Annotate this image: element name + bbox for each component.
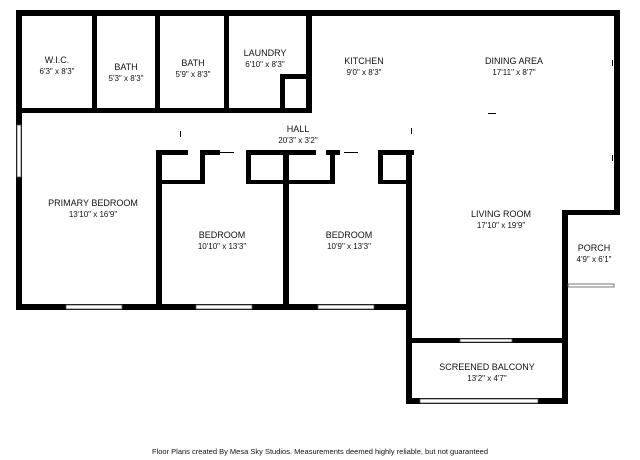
door-tick xyxy=(112,111,126,112)
window-bedroom1-bottom xyxy=(195,304,253,310)
room-primary-name: PRIMARY BEDROOM xyxy=(48,198,138,208)
wall-primary-bedroom1 xyxy=(156,150,162,308)
wall-wic-bath xyxy=(92,10,97,112)
window-porch xyxy=(567,283,615,288)
room-balcony-name: SCREENED BALCONY xyxy=(439,362,535,372)
closet-b2-bottom2 xyxy=(378,180,412,184)
hall-wall-top xyxy=(16,108,312,113)
hall-wall-bottom-1 xyxy=(158,150,188,155)
outer-wall-top xyxy=(16,10,620,16)
balcony-wall-right xyxy=(562,338,568,404)
door-tick xyxy=(488,113,496,114)
room-laundry-name: LAUNDRY xyxy=(244,48,287,58)
closet-b1-bottom xyxy=(162,180,205,184)
room-porch-dims: 4'9" x 6'1" xyxy=(577,255,612,264)
room-wic-dims: 6'3" x 8'3" xyxy=(40,67,75,76)
laundry-closet-top xyxy=(280,74,312,79)
room-bath2-name: BATH xyxy=(181,58,204,68)
room-bath2-dims: 5'9" x 8'3" xyxy=(176,70,211,79)
room-labels: W.I.C. 6'3" x 8'3" BATH 5'3" x 8'3" BATH… xyxy=(40,48,612,383)
room-kitchen-name: KITCHEN xyxy=(344,56,384,66)
door-tick xyxy=(612,155,613,161)
room-bedroom1-name: BEDROOM xyxy=(199,230,246,240)
outer-wall-right xyxy=(614,10,620,215)
wall-laundry-kitchen xyxy=(306,10,312,112)
wall-bath-laundry xyxy=(224,10,229,112)
wall-bedroom1-bedroom2 xyxy=(283,150,289,308)
room-living-dims: 17'10" x 19'9" xyxy=(477,221,525,230)
hall-wall-bottom-2 xyxy=(200,150,220,155)
room-living-name: LIVING ROOM xyxy=(471,209,531,219)
door-tick xyxy=(58,111,72,112)
closet-b2-bottom xyxy=(289,180,335,184)
room-wic-name: W.I.C. xyxy=(45,55,70,65)
closet-b1-right xyxy=(246,150,251,184)
door-tick xyxy=(408,240,409,248)
porch-wall-top xyxy=(562,210,620,215)
door-tick xyxy=(220,152,234,153)
door-tick xyxy=(242,111,256,112)
door-tick xyxy=(158,240,159,248)
window-balcony-bottom xyxy=(419,398,539,404)
door-tick xyxy=(180,111,194,112)
hall-wall-bottom-3 xyxy=(246,150,316,155)
door-tick xyxy=(285,240,286,248)
room-balcony-dims: 13'2" x 4'7" xyxy=(467,374,507,383)
window-primary-left xyxy=(16,124,22,178)
room-hall-name: HALL xyxy=(287,124,310,134)
room-bath1-name: BATH xyxy=(114,62,137,72)
room-porch-name: PORCH xyxy=(578,243,611,253)
room-dining-dims: 17'11" x 8'7" xyxy=(492,68,535,77)
living-wall-right xyxy=(562,210,568,343)
wall-bedroom2-living xyxy=(406,150,412,308)
room-dining-name: DINING AREA xyxy=(485,56,543,66)
room-hall-dims: 20'3" x 3'2" xyxy=(278,136,318,145)
closet-b1-bottom-2 xyxy=(246,180,283,184)
door-tick xyxy=(344,152,358,153)
closet-b1-left xyxy=(200,150,205,184)
room-primary-dims: 13'10" x 16'9" xyxy=(69,210,117,219)
door-marks xyxy=(58,60,613,248)
room-bedroom2-dims: 10'9" x 13'3" xyxy=(327,242,371,251)
door-tick xyxy=(612,60,613,66)
footer-credit: Floor Plans created By Mesa Sky Studios.… xyxy=(152,447,488,456)
room-bath1-dims: 5'3" x 8'3" xyxy=(109,74,144,83)
door-tick xyxy=(411,128,412,134)
window-primary-bottom xyxy=(65,304,123,310)
windows xyxy=(16,124,615,404)
hall-wall-bottom-5 xyxy=(378,150,414,155)
room-bedroom2-name: BEDROOM xyxy=(326,230,373,240)
closet-b2-right xyxy=(330,150,335,184)
room-bedroom1-dims: 10'10" x 13'3" xyxy=(198,242,246,251)
door-tick xyxy=(180,131,181,137)
closet-b2-right2 xyxy=(378,150,383,184)
room-kitchen-dims: 9'0" x 8'3" xyxy=(347,68,382,77)
outer-wall-balcony-left xyxy=(406,304,412,404)
window-bedroom2-bottom xyxy=(317,304,375,310)
door-living-balcony xyxy=(459,338,513,343)
laundry-closet-side xyxy=(280,74,285,112)
room-laundry-dims: 6'10" x 8'3" xyxy=(245,60,285,69)
wall-bath-bath xyxy=(155,10,160,112)
